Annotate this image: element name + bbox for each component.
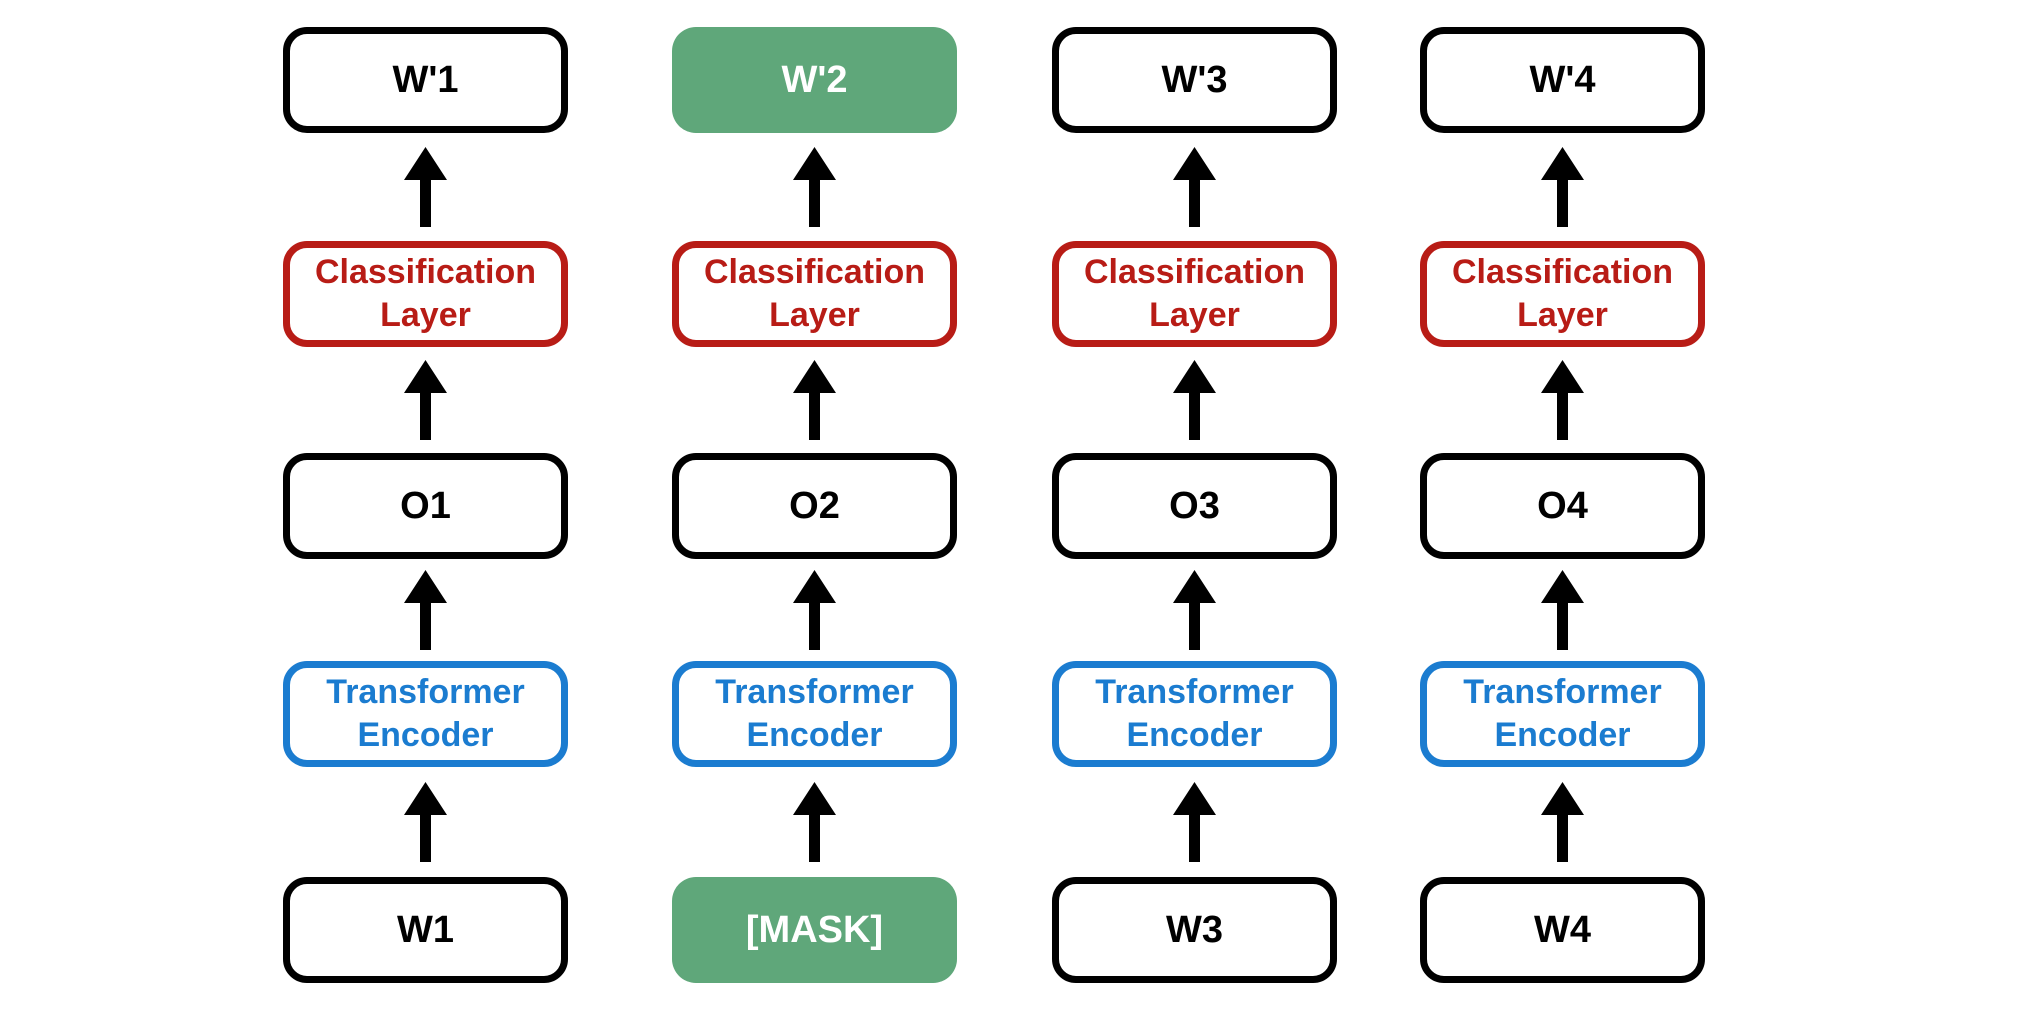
classification-layer-box-2: Classification Layer — [672, 241, 957, 347]
output-token-box-3: W'3 — [1052, 27, 1337, 133]
up-arrow-icon — [1173, 360, 1216, 440]
mask-token-box: [MASK] — [672, 877, 957, 983]
up-arrow-icon — [1173, 570, 1216, 650]
up-arrow-icon — [1541, 147, 1584, 227]
column-1: W'1 Classification Layer O1 Transformer … — [283, 0, 568, 1018]
up-arrow-icon — [793, 360, 836, 440]
column-4: W'4 Classification Layer O4 Transformer … — [1420, 0, 1705, 1018]
up-arrow-icon — [1541, 782, 1584, 862]
classification-layer-box-1: Classification Layer — [283, 241, 568, 347]
output-token-box-2: W'2 — [672, 27, 957, 133]
up-arrow-icon — [1173, 782, 1216, 862]
up-arrow-icon — [1173, 147, 1216, 227]
up-arrow-icon — [793, 782, 836, 862]
column-3: W'3 Classification Layer O3 Transformer … — [1052, 0, 1337, 1018]
input-token-box-3: W3 — [1052, 877, 1337, 983]
input-token-box-1: W1 — [283, 877, 568, 983]
encoder-output-box-2: O2 — [672, 453, 957, 559]
up-arrow-icon — [404, 147, 447, 227]
up-arrow-icon — [404, 782, 447, 862]
input-token-box-4: W4 — [1420, 877, 1705, 983]
up-arrow-icon — [1541, 360, 1584, 440]
transformer-encoder-box-1: Transformer Encoder — [283, 661, 568, 767]
up-arrow-icon — [1541, 570, 1584, 650]
transformer-encoder-box-4: Transformer Encoder — [1420, 661, 1705, 767]
classification-layer-box-3: Classification Layer — [1052, 241, 1337, 347]
transformer-encoder-box-3: Transformer Encoder — [1052, 661, 1337, 767]
column-2: W'2 Classification Layer O2 Transformer … — [672, 0, 957, 1018]
up-arrow-icon — [404, 570, 447, 650]
encoder-output-box-4: O4 — [1420, 453, 1705, 559]
classification-layer-box-4: Classification Layer — [1420, 241, 1705, 347]
output-token-box-1: W'1 — [283, 27, 568, 133]
output-token-box-4: W'4 — [1420, 27, 1705, 133]
up-arrow-icon — [404, 360, 447, 440]
encoder-output-box-3: O3 — [1052, 453, 1337, 559]
up-arrow-icon — [793, 570, 836, 650]
encoder-output-box-1: O1 — [283, 453, 568, 559]
transformer-encoder-box-2: Transformer Encoder — [672, 661, 957, 767]
up-arrow-icon — [793, 147, 836, 227]
